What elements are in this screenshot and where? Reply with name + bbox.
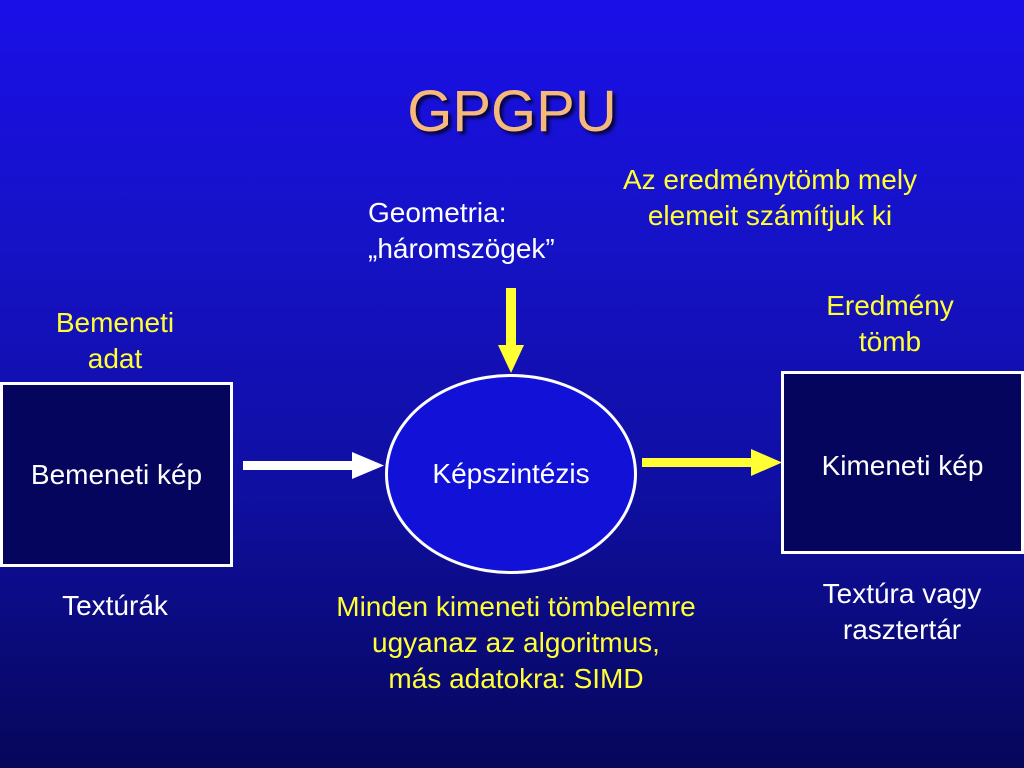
input-data-label: Bemeneti adat [20,305,210,377]
texture-or-raster-label: Textúra vagy rasztertár [790,576,1014,648]
texture-or-raster-line1: Textúra vagy [822,578,982,609]
synthesis-label: Képszintézis [432,458,590,489]
simd-note-line2: ugyanaz az algoritmus, [372,627,660,658]
simd-note: Minden kimeneti tömbelemre ugyanaz az al… [276,589,756,697]
result-array-label-line2: tömb [858,326,922,357]
simd-note-line1: Minden kimeneti tömbelemre [336,591,696,622]
input-data-label-line2: adat [87,343,143,374]
input-image-label: Bemeneti kép [30,458,203,490]
geometry-label-line2: „háromszögek” [368,233,555,264]
arrow-geometry-down [498,288,524,373]
result-array-label: Eredmény tömb [790,288,990,360]
geometry-label-line1: Geometria: [368,197,507,228]
result-array-note-line1: Az eredménytömb mely [622,164,918,195]
textures-label: Textúrák [62,590,168,621]
result-array-note: Az eredménytömb mely elemeit számítjuk k… [560,162,980,234]
result-array-note-line2: elemeit számítjuk ki [647,200,893,231]
input-image-box: Bemeneti kép [0,382,233,567]
input-data-label-line1: Bemeneti [55,307,175,338]
result-array-label-line1: Eredmény [826,290,954,321]
slide-title: GPGPU [407,79,617,144]
texture-or-raster-line2: rasztertár [842,614,962,645]
arrow-synthesis-to-output [642,449,782,476]
synthesis-ellipse: Képszintézis [385,374,637,574]
arrow-input-to-synthesis [243,452,384,479]
simd-note-line3: más adatokra: SIMD [388,663,644,694]
geometry-label: Geometria: „háromszögek” [368,195,628,267]
output-image-label: Kimeneti kép [821,450,984,481]
output-image-box: Kimeneti kép [781,371,1024,554]
